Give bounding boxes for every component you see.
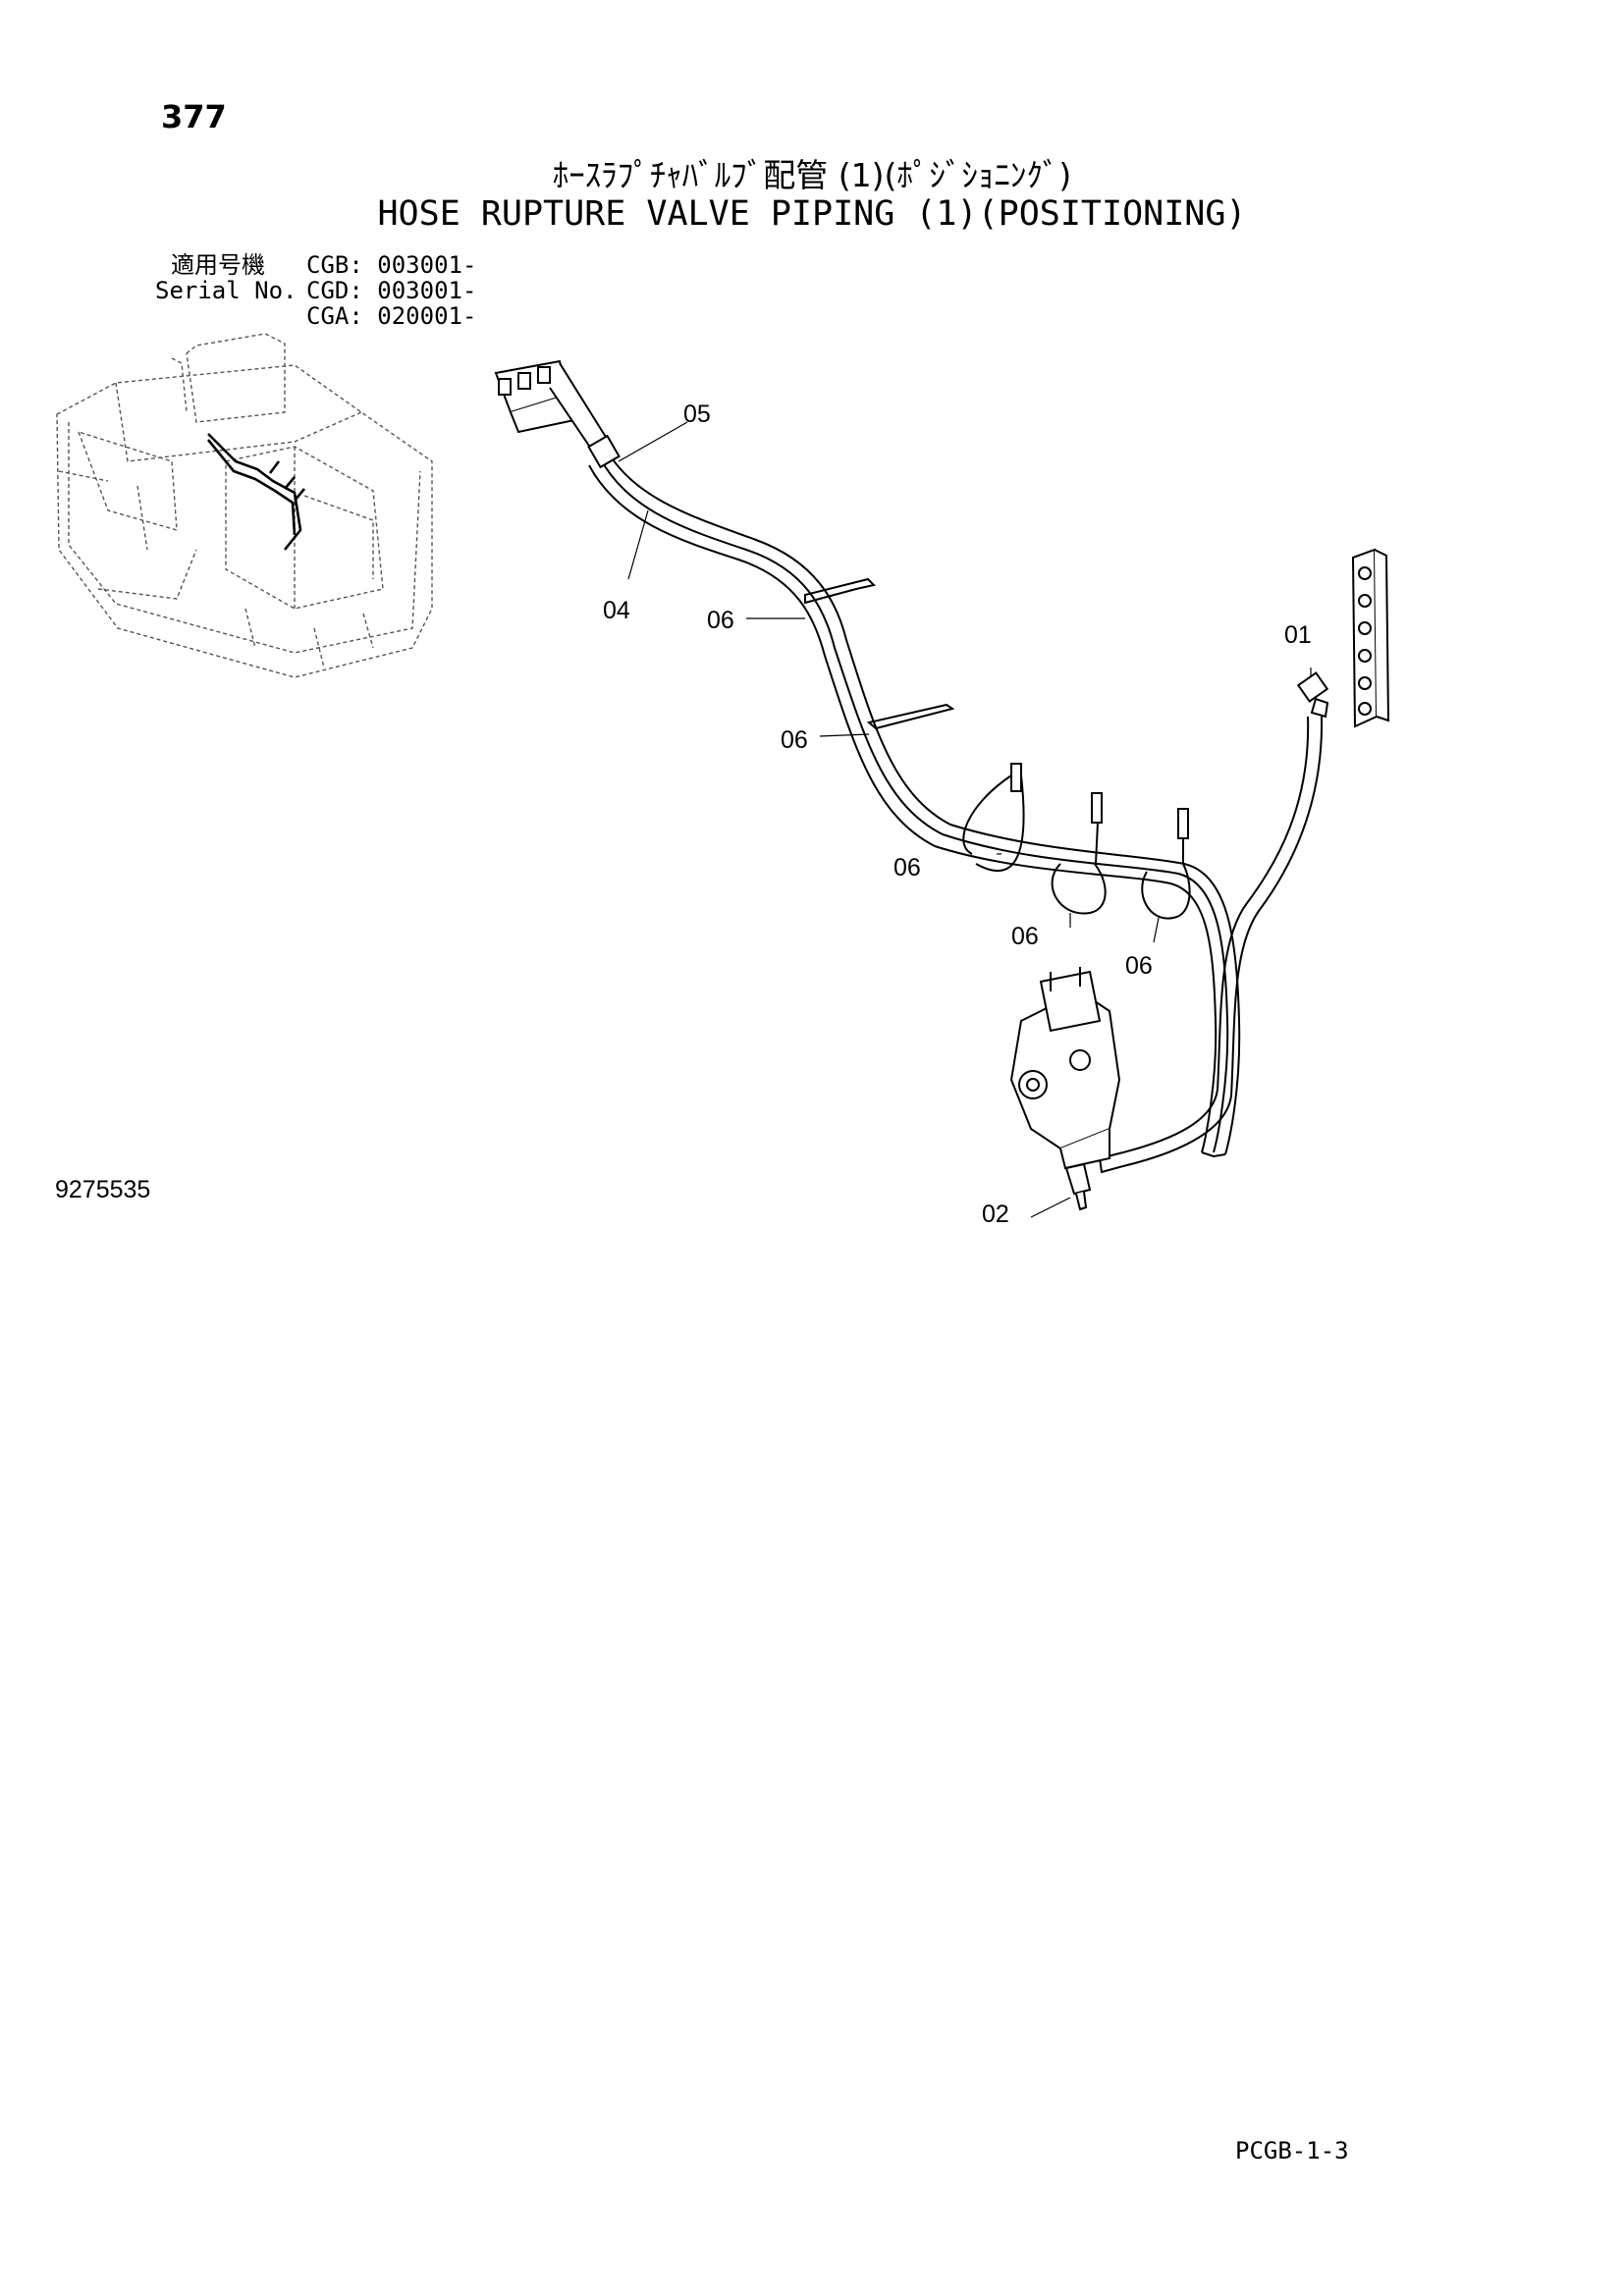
title-english: HOSE RUPTURE VALVE PIPING (1)(POSITIONIN…	[377, 194, 1247, 234]
drawing-number: 9275535	[55, 1176, 151, 1203]
callout-02: 02	[982, 1201, 1009, 1228]
applicability-label-jp: 適用号機	[171, 251, 265, 279]
rupture-valve-body	[1009, 967, 1121, 1170]
callout-06-e: 06	[1125, 952, 1153, 980]
callout-06-c: 06	[893, 854, 921, 881]
sheet-code: PCGB-1-3	[1235, 2137, 1349, 2164]
highlighted-hose-route	[206, 433, 305, 551]
bracket-plate	[1351, 548, 1390, 728]
callout-05: 05	[683, 400, 711, 428]
manifold-block	[494, 359, 621, 469]
callout-06-d: 06	[1011, 923, 1039, 950]
machine-locator-illustration	[56, 333, 433, 678]
fitting-01	[1296, 671, 1329, 719]
serial-model-cgb: CGB: 003001-	[306, 251, 477, 279]
hose-assembly-04-05	[588, 453, 1241, 1158]
title-japanese: ﾎｰｽﾗﾌﾟﾁｬﾊﾞﾙﾌﾞ配管 (1)(ﾎﾟｼﾞｼｮﾆﾝｸﾞ)	[552, 156, 1072, 194]
applicability-label-en: Serial No.	[155, 277, 298, 304]
fitting-02	[1064, 1162, 1092, 1211]
callout-01: 01	[1284, 621, 1312, 649]
callout-04: 04	[603, 597, 630, 624]
leader-lines	[618, 421, 1312, 1218]
serial-model-cga: CGA: 020001-	[306, 302, 477, 330]
callout-06-b: 06	[781, 726, 808, 754]
serial-model-cgd: CGD: 003001-	[306, 277, 477, 304]
callout-06-a: 06	[707, 607, 734, 634]
clamps-06	[804, 577, 1191, 920]
page-number: 377	[161, 98, 227, 135]
